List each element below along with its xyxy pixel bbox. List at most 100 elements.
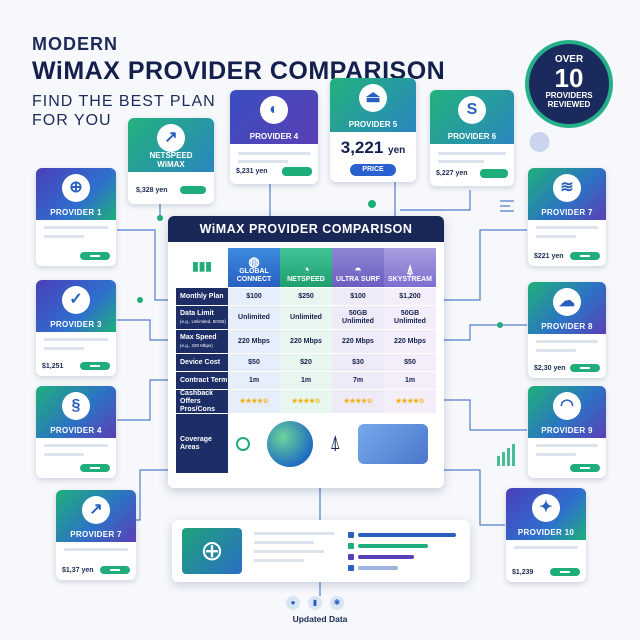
comparison-table: WiMAX PROVIDER COMPARISON ▮▮▮ ◍ GLOBAL C…: [168, 216, 444, 488]
row-label-block: Cashback Offers Pros/Cons: [176, 390, 228, 413]
col-label: NETSPEED: [287, 276, 325, 283]
globe-map-icon: [266, 420, 313, 467]
provider-6-icon: S: [458, 96, 486, 124]
card-provider-3[interactable]: ✓ PROVIDER 3 $1,251: [36, 280, 116, 376]
card-provider-4-top[interactable]: ◐ PROVIDER 4 $,231 yen: [230, 90, 318, 184]
providers-reviewed-badge: OVER 10 PROVIDERS REVIEWED: [525, 40, 613, 128]
col-header-skystream[interactable]: ⍋ SKYSTREAM: [384, 248, 436, 287]
globe-col-icon: ◍: [248, 254, 260, 269]
row-label: Device Cost: [176, 354, 228, 371]
provider-9-button[interactable]: [570, 464, 600, 472]
comparison-table-title: WiMAX PROVIDER COMPARISON: [168, 216, 444, 242]
netspeed-subtitle: WiMAX: [157, 160, 185, 169]
card-provider-1[interactable]: ⊕ PROVIDER 1: [36, 168, 116, 266]
table-cell: $50: [228, 354, 280, 371]
rating-stars: ★★★★☆: [332, 390, 384, 413]
provider-7-right-button[interactable]: [570, 252, 600, 260]
table-cell: 220 Mbps: [228, 330, 280, 353]
table-cell: $20: [280, 354, 332, 371]
proscons-label: Pros/Cons: [180, 405, 216, 413]
cloud-upload-icon: ☁: [553, 288, 581, 316]
provider-10-button[interactable]: [550, 568, 580, 576]
card-provider-7-left[interactable]: ↗ PROVIDER 7 $1,37 yen: [56, 490, 136, 580]
provider-5-price: 3,221: [340, 138, 384, 157]
table-cell: $1,200: [384, 288, 436, 305]
provider-4-top-title: PROVIDER 4: [249, 132, 299, 141]
provider-3-title: PROVIDER 3: [50, 320, 102, 329]
provider-8-button[interactable]: [570, 364, 600, 372]
table-row: Data Limit (e.g., Unlimited, 50GB) Unlim…: [176, 306, 436, 330]
table-row: Monthly Plan $100 $250 $100 $1,200: [176, 288, 436, 306]
col-header-netspeed[interactable]: ◔ NETSPEED: [280, 248, 332, 287]
badge-line2: REVIEWED: [547, 100, 591, 109]
col-header-global-connect[interactable]: ◍ GLOBAL CONNECT: [228, 248, 280, 287]
rating-stars: ★★★★☆: [228, 390, 280, 413]
cell-tower-icon: ⍋: [329, 432, 342, 454]
provider-4-left-title: PROVIDER 4: [50, 426, 102, 435]
table-cell: 1m: [384, 372, 436, 389]
provider-6-title: PROVIDER 6: [447, 132, 497, 141]
provider-4-left-button[interactable]: [80, 464, 110, 472]
provider-7-right-icon: ≋: [553, 174, 581, 202]
card-provider-6[interactable]: S PROVIDER 6 $,227 yen: [430, 90, 514, 186]
provider-9-title: PROVIDER 9: [541, 426, 593, 435]
provider-7-left-icon: ↗: [82, 496, 110, 524]
provider-3-button[interactable]: [80, 362, 110, 370]
provider-7-left-title: PROVIDER 7: [70, 530, 122, 539]
provider-10-title: PROVIDER 10: [517, 528, 575, 537]
summary-globe-icon: ⊕: [182, 528, 242, 574]
provider-1-button[interactable]: [80, 252, 110, 260]
card-provider-5[interactable]: ⏏ PROVIDER 5 3,221 yen PRICE: [330, 78, 416, 182]
provider-1-title: PROVIDER 1: [50, 208, 102, 217]
summary-panel: ⊕: [172, 520, 470, 582]
provider-7-right-title: PROVIDER 7: [541, 208, 593, 217]
card-provider-7-right[interactable]: ≋ PROVIDER 7 $221 yen: [528, 168, 606, 266]
provider-5-title: PROVIDER 5: [348, 120, 398, 129]
coverage-label: Coverage Areas: [176, 414, 228, 473]
card-provider-8[interactable]: ☁ PROVIDER 8 $2,30 yen: [528, 282, 606, 378]
badge-number: 10: [554, 63, 584, 93]
location-pin-icon: [236, 436, 251, 451]
provider-4-left-icon: §: [62, 392, 90, 420]
netspeed-title: NETSPEED: [149, 151, 193, 160]
provider-4-top-button[interactable]: [282, 167, 312, 176]
provider-8-title: PROVIDER 8: [541, 322, 593, 331]
table-cell: $250: [280, 288, 332, 305]
provider-8-price: $2,30 yen: [534, 364, 566, 372]
provider-7-left-button[interactable]: [100, 566, 130, 574]
provider-1-globe-icon: ⊕: [62, 174, 90, 202]
card-provider-10[interactable]: ✦ PROVIDER 10 $1,239: [506, 488, 586, 582]
table-row: Device Cost $50 $20 $30 $50: [176, 354, 436, 372]
rating-stars: ★★★★☆: [280, 390, 332, 413]
provider-3-check-icon: ✓: [62, 286, 90, 314]
row-label: Monthly Plan: [176, 288, 228, 305]
provider-6-price: $,227 yen: [436, 170, 468, 177]
table-cell: 50GB Unlimited: [332, 306, 384, 329]
world-map-icon: [357, 423, 428, 464]
provider-10-price: $1,239: [512, 568, 534, 576]
table-cell: Unlimited: [228, 306, 280, 329]
card-netspeed[interactable]: ↗ NETSPEED WiMAX $,328 yen: [128, 118, 214, 204]
provider-7-left-price: $1,37 yen: [62, 566, 94, 574]
card-provider-9[interactable]: ◠ PROVIDER 9: [528, 386, 606, 478]
card-provider-4-left[interactable]: § PROVIDER 4: [36, 386, 116, 478]
table-cell: Unlimited: [280, 306, 332, 329]
table-cell: $100: [332, 288, 384, 305]
table-row: Contract Term 1m 1m 7m 1m: [176, 372, 436, 390]
users-icon: ●: [286, 596, 300, 610]
table-cell: 1m: [228, 372, 280, 389]
row-label: Data Limit: [180, 309, 214, 317]
tower-icon: ⏏: [359, 84, 387, 112]
table-cell: 50GB Unlimited: [384, 306, 436, 329]
badge-line1: PROVIDERS: [545, 91, 593, 100]
provider-5-price-button[interactable]: PRICE: [350, 164, 396, 176]
col-label: ULTRA SURF: [336, 276, 380, 283]
provider-6-button[interactable]: [480, 169, 508, 178]
netspeed-price: $,328 yen: [136, 186, 168, 194]
speedometer-icon: ◔: [302, 262, 310, 277]
col-header-ultra-surf[interactable]: ◓ ULTRA SURF: [332, 248, 384, 287]
header-subtitle-1: FIND THE BEST PLAN: [32, 93, 216, 110]
netspeed-action-button[interactable]: [180, 186, 206, 194]
row-label: Max Speed: [180, 333, 217, 341]
rating-stars: ★★★★☆: [384, 390, 436, 413]
